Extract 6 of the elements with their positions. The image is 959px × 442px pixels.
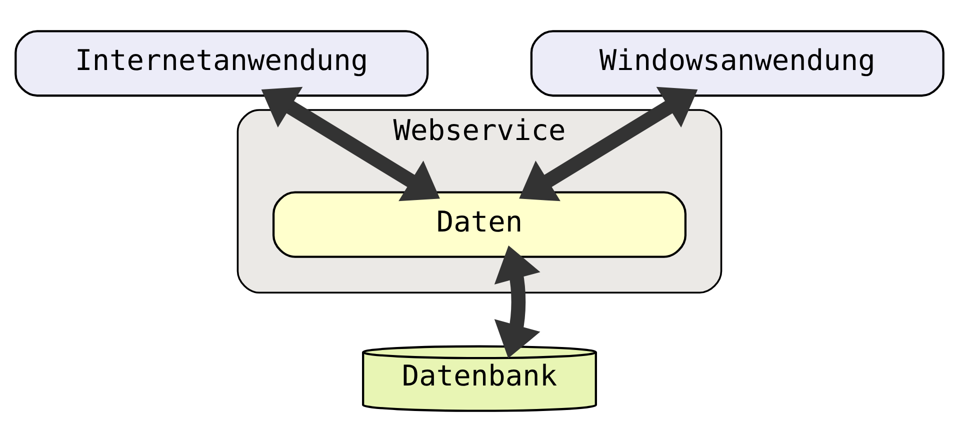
node-box: Internetanwendung [14, 30, 429, 97]
arrow [494, 245, 540, 358]
node-box: Windowsanwendung [530, 30, 944, 97]
arrow [519, 86, 698, 202]
node-box: Daten [272, 191, 687, 258]
arrow [261, 86, 440, 202]
